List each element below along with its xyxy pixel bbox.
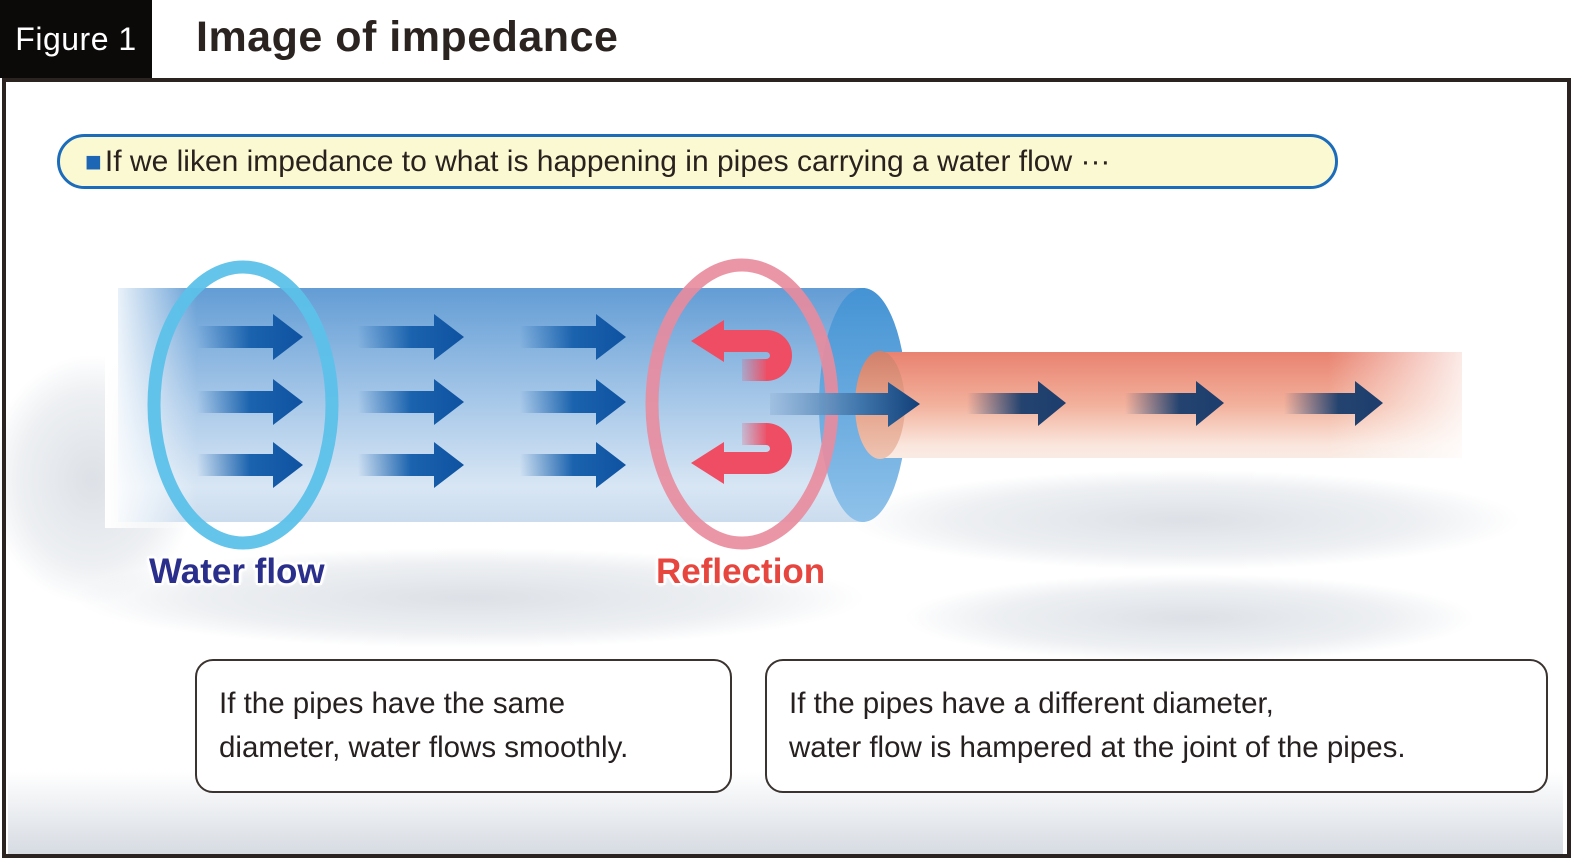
callout-text: If we liken impedance to what is happeni…	[104, 144, 1111, 178]
note-same-diameter-text: If the pipes have the same diameter, wat…	[219, 686, 629, 764]
pipes-diagram	[0, 258, 1520, 660]
water-flow-label: Water flow	[149, 552, 325, 591]
note-same-diameter: If the pipes have the same diameter, wat…	[195, 659, 732, 793]
note-different-diameter: If the pipes have a different diameter, …	[765, 659, 1548, 793]
joint-crossing-arrow	[770, 382, 920, 427]
figure-title: Image of impedance	[196, 13, 619, 61]
figure-number-tab: Figure 1	[0, 0, 152, 78]
reflection-label: Reflection	[656, 552, 826, 591]
callout-pill: ■ If we liken impedance to what is happe…	[57, 134, 1338, 189]
water-flow-arrows	[197, 314, 626, 488]
note-different-diameter-text: If the pipes have a different diameter, …	[789, 686, 1406, 764]
water-flow-ellipse	[147, 260, 339, 550]
transmitted-flow-arrows	[967, 381, 1383, 426]
figure-number-label: Figure 1	[15, 20, 137, 57]
reflection-arrows	[691, 320, 793, 484]
square-bullet-icon: ■	[85, 145, 102, 177]
